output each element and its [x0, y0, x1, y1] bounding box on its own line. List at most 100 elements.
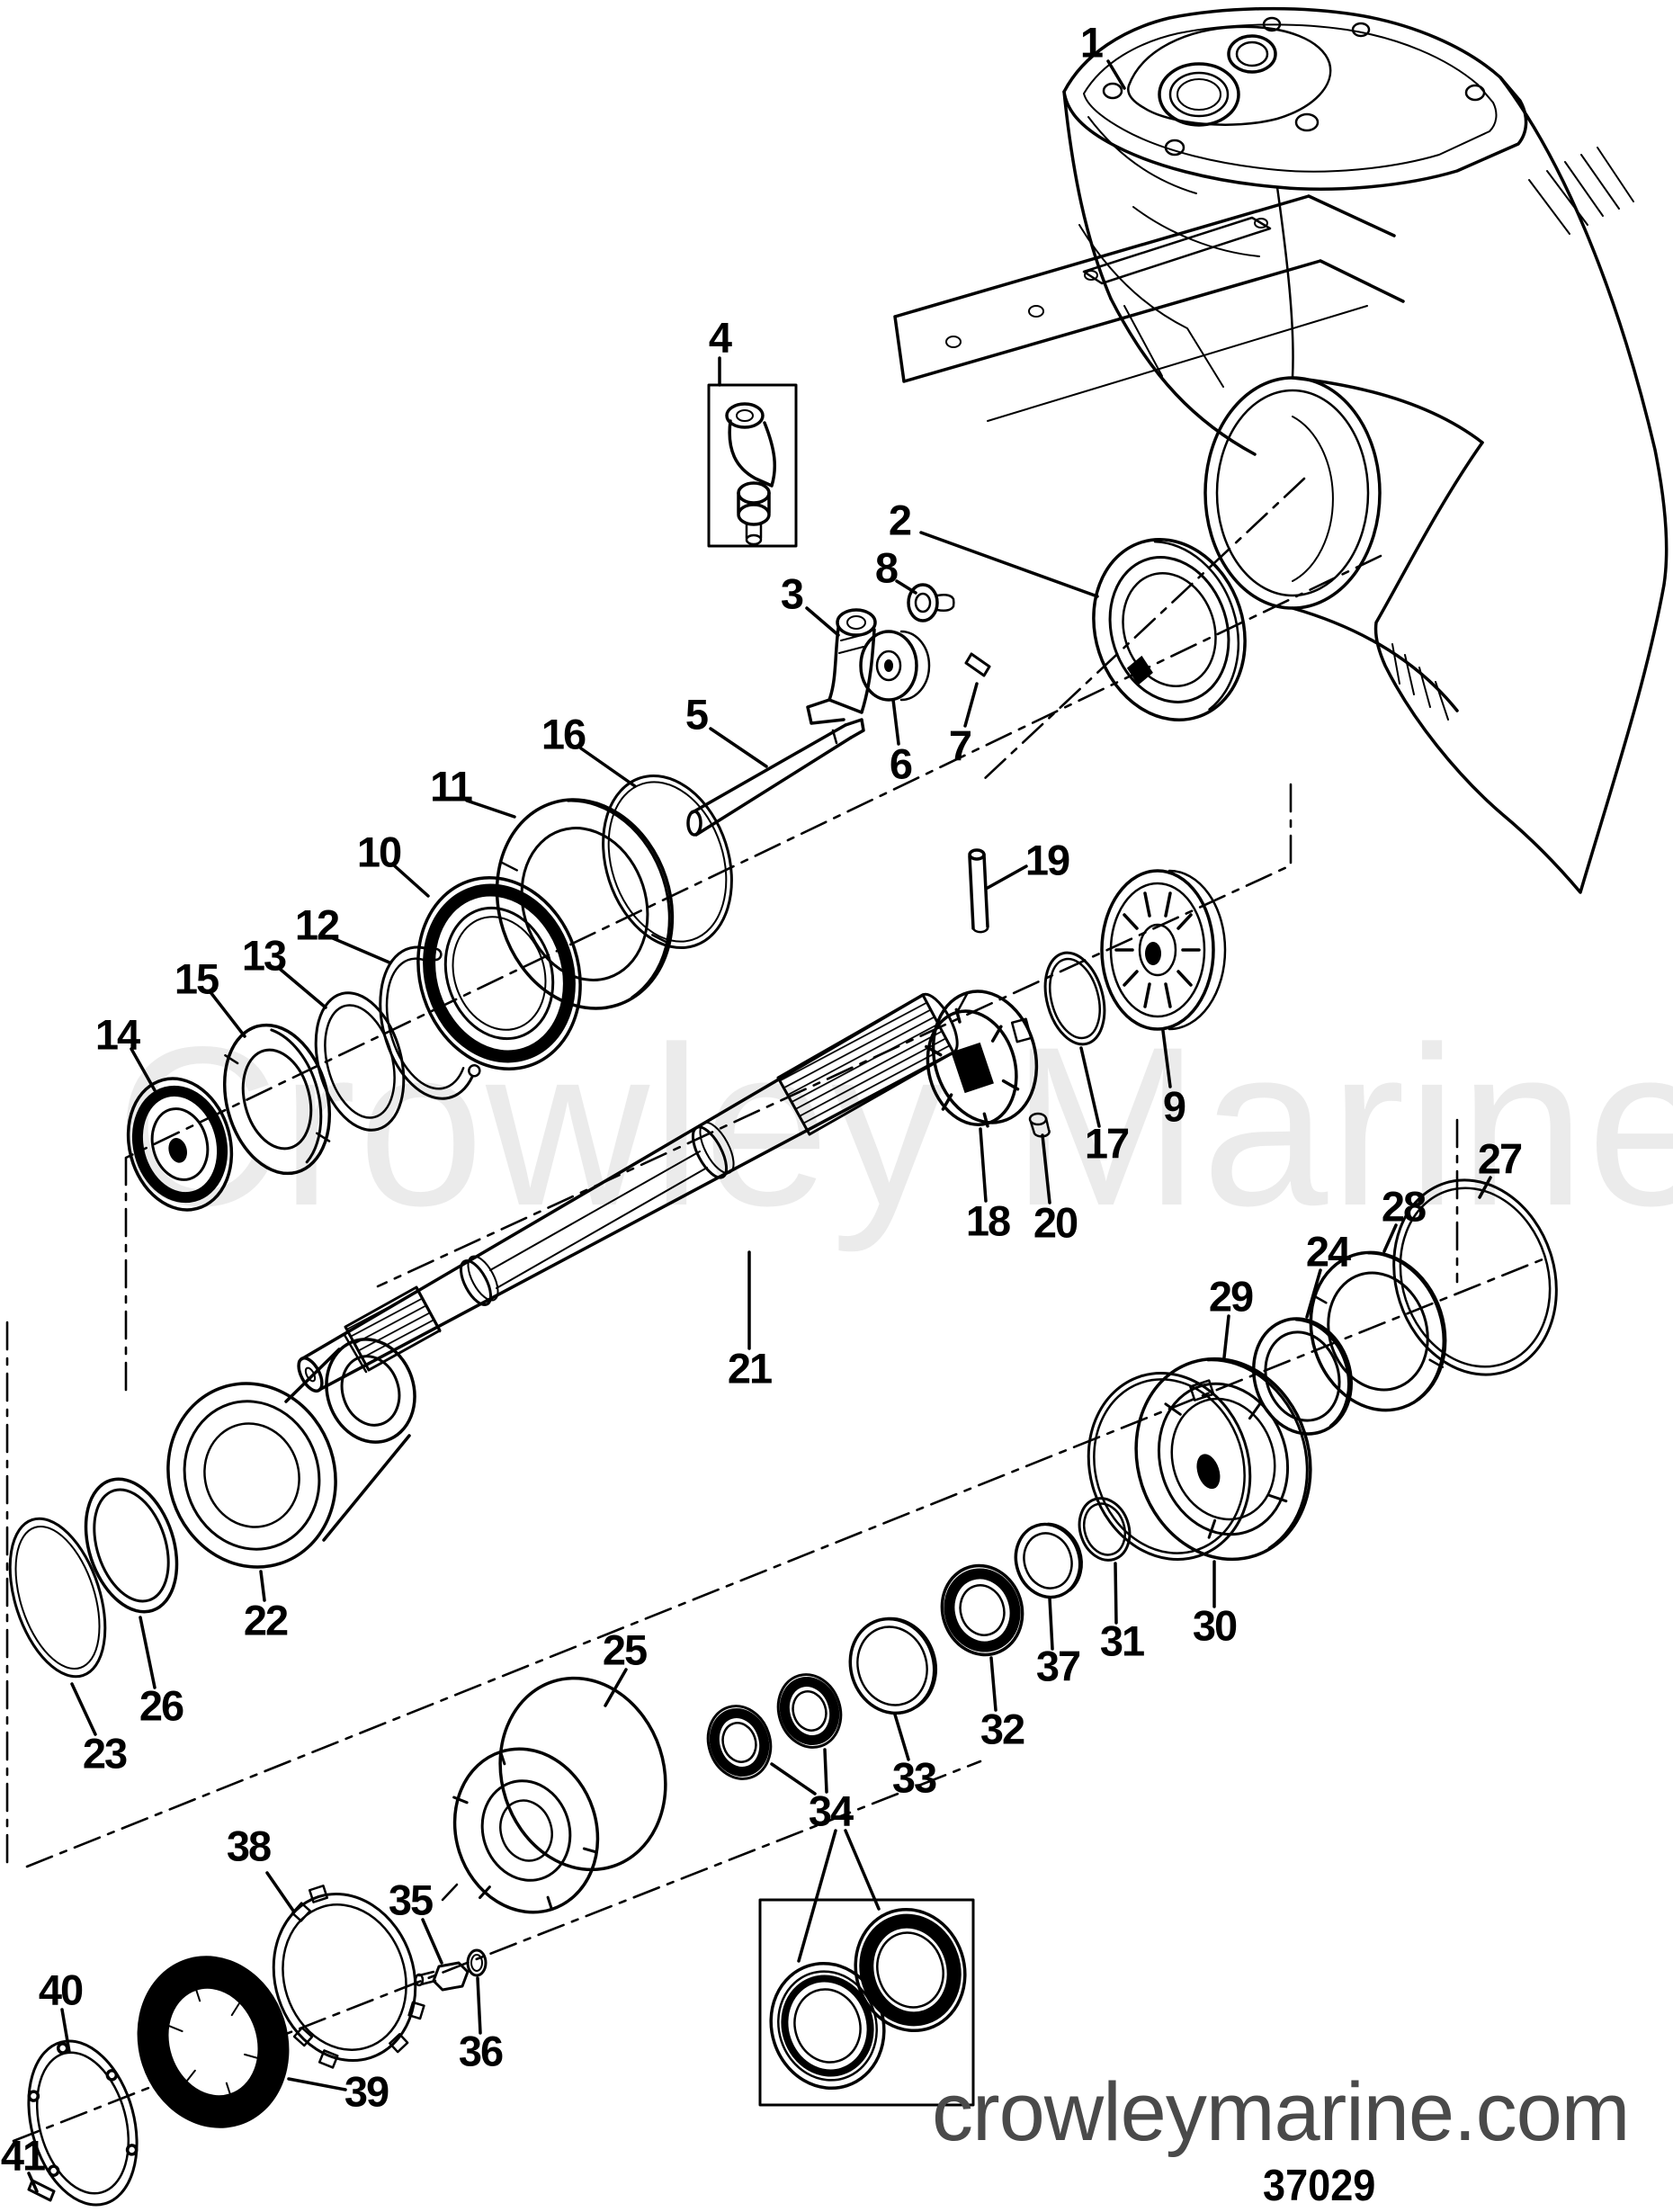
callout-22: 22	[243, 1596, 289, 1644]
callout-4: 4	[708, 313, 732, 362]
leader-line-14	[130, 1047, 157, 1092]
callout-37: 37	[1035, 1642, 1081, 1690]
leader-line-39	[287, 2077, 347, 2091]
callout-39: 39	[344, 2067, 389, 2116]
part-19-pin	[968, 848, 989, 934]
leader-line-26	[139, 1616, 157, 1689]
part-21-propeller-shaft	[297, 992, 959, 1393]
leader-line-18	[979, 1127, 988, 1203]
part-20-screw	[1028, 1112, 1051, 1138]
leader-line-16	[579, 747, 637, 788]
part-9-bearing	[1100, 869, 1227, 1031]
part-5-shift-shaft	[686, 718, 865, 837]
callout-2: 2	[888, 496, 912, 544]
part-34-oil-seals-inline	[706, 1673, 843, 1780]
part-8-bushing	[907, 583, 955, 622]
callout-30: 30	[1192, 1601, 1238, 1650]
leader-line-22	[259, 1570, 266, 1602]
callout-33: 33	[891, 1753, 937, 1802]
leader-line-20	[1041, 1133, 1051, 1205]
part-4-shift-cam-boxed	[707, 383, 798, 548]
part-35-screw	[414, 1961, 470, 1992]
callout-19: 19	[1024, 836, 1070, 884]
part-16-o-ring	[602, 774, 733, 950]
leader-line-41	[27, 2172, 39, 2193]
part-31-o-ring	[1078, 1497, 1132, 1562]
leader-line-5	[709, 727, 768, 768]
callout-10: 10	[356, 828, 402, 876]
part-34-detail-box	[758, 1898, 975, 2107]
part-23-o-ring	[8, 1517, 107, 1679]
part-15-thrust-ring	[222, 1023, 332, 1176]
leader-line-23	[70, 1682, 97, 1736]
leader-line-2	[919, 531, 1099, 598]
callout-6: 6	[889, 739, 913, 788]
part-37-spacer	[1014, 1522, 1083, 1599]
callout-27: 27	[1477, 1134, 1523, 1183]
callout-35: 35	[388, 1876, 434, 1924]
leader-line-15	[209, 990, 246, 1038]
part-40-retainer-ring	[27, 2039, 139, 2207]
leader-line-10	[392, 864, 430, 898]
leader-line-34	[770, 1762, 817, 1796]
part-7-pin	[964, 652, 991, 677]
leader-line-36	[476, 1976, 482, 2035]
callout-41: 41	[0, 2131, 46, 2180]
callout-31: 31	[1099, 1616, 1145, 1665]
callout-40: 40	[38, 1966, 84, 2014]
part-27-o-ring	[1392, 1178, 1558, 1376]
callout-1: 1	[1079, 18, 1104, 67]
leader-line-34	[823, 1748, 828, 1794]
leader-line-11	[465, 799, 516, 819]
part-18-clutch-dog	[925, 990, 1039, 1128]
callout-17: 17	[1084, 1119, 1130, 1168]
leader-line-7	[963, 682, 979, 728]
callout-leader-lines	[27, 59, 1492, 2193]
leader-line-25	[604, 1668, 628, 1707]
leader-line-6	[891, 698, 900, 746]
part-24-thrust-race	[1251, 1317, 1354, 1436]
part-32-oil-seal	[940, 1563, 1024, 1657]
leader-line-38	[265, 1871, 295, 1912]
leader-line-13	[278, 967, 327, 1009]
callout-24: 24	[1305, 1227, 1351, 1276]
leader-line-3	[805, 606, 840, 637]
callout-25: 25	[602, 1625, 648, 1674]
callout-26: 26	[139, 1681, 184, 1730]
part-39-spanner-nut	[137, 1956, 290, 2128]
leader-line-28	[1382, 1223, 1398, 1253]
part-38-tab-washer	[272, 1885, 425, 2069]
part-6-cam-follower	[859, 630, 931, 702]
part-14-bearing	[126, 1077, 234, 1212]
part-17-o-ring	[1043, 951, 1106, 1046]
part-1-gear-housing	[893, 6, 1669, 894]
callout-9: 9	[1162, 1082, 1186, 1131]
callout-15: 15	[174, 954, 219, 1003]
callout-7: 7	[948, 721, 972, 770]
callout-13: 13	[241, 931, 287, 980]
callout-16: 16	[541, 710, 586, 758]
part-3-shift-crank	[806, 608, 877, 725]
part-41-pin	[27, 2179, 56, 2202]
leader-line-29	[1222, 1314, 1230, 1359]
part-22-bearing-carrier	[166, 1338, 416, 1569]
leader-line-9	[1161, 1029, 1172, 1088]
part-2-bearing-carrier-ring	[1092, 537, 1247, 722]
leader-line-33	[893, 1713, 910, 1761]
leader-line-35	[421, 1918, 443, 1965]
callout-12: 12	[294, 900, 340, 949]
leader-line-27	[1478, 1176, 1492, 1199]
callout-34: 34	[808, 1787, 854, 1835]
part-25-carrier-housing	[441, 1676, 667, 1914]
callout-21: 21	[727, 1344, 773, 1393]
callout-14: 14	[94, 1010, 140, 1059]
leader-line-40	[60, 2008, 71, 2054]
leader-line-34	[797, 1829, 837, 1963]
callout-8: 8	[874, 543, 899, 592]
leader-line-17	[1079, 1046, 1101, 1128]
callout-20: 20	[1033, 1198, 1078, 1247]
leader-line-34	[844, 1829, 881, 1911]
